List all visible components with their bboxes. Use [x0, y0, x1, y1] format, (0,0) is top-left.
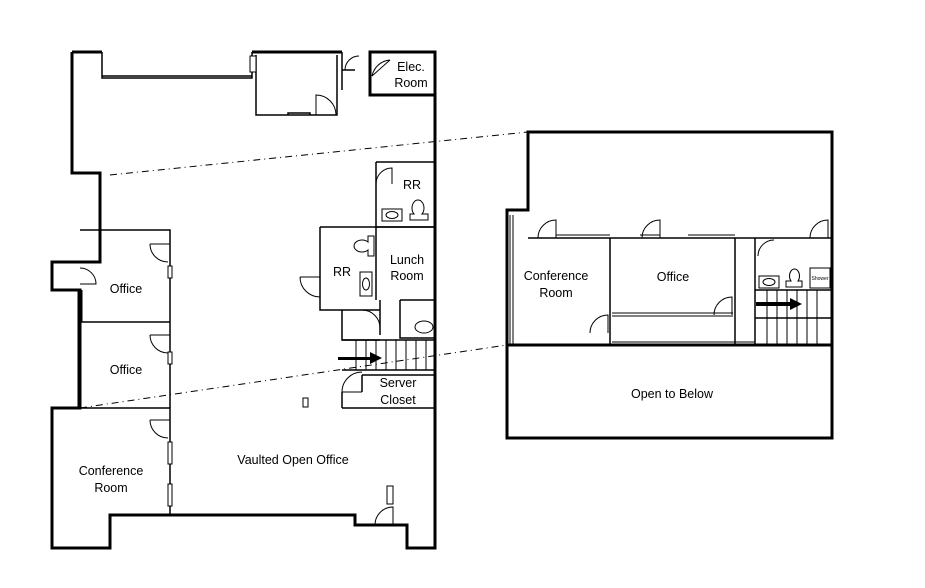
mezz-sink-basin	[762, 278, 776, 286]
mezz-stair-arrow	[756, 298, 802, 310]
office1-sidelight	[167, 265, 173, 279]
server-closet-label-2: Closet	[380, 393, 416, 407]
mezz-shower-label: Shower	[812, 276, 829, 282]
office2-sidelight	[167, 351, 173, 365]
south-sidelight	[386, 485, 394, 505]
rr1-label: RR	[403, 178, 421, 192]
mezz-office-door2-swing	[589, 314, 609, 334]
mezz-south-glazing	[612, 312, 755, 343]
office2-door-swing	[149, 334, 170, 354]
mezz-conference-label-1: Conference	[524, 269, 589, 283]
mezz-conf-door-swing	[537, 219, 557, 239]
west-door-swing	[79, 267, 97, 285]
rr2-sink-basin	[362, 277, 370, 291]
conference-walls	[52, 407, 171, 515]
mezz-shower	[809, 267, 831, 289]
elec-room-label-2: Room	[394, 76, 427, 90]
mezz-west-window	[509, 215, 514, 345]
server-door-swing	[341, 371, 363, 393]
office1-label: Office	[110, 282, 142, 296]
mezz-toilet	[785, 268, 803, 288]
rr2-door-swing	[299, 276, 321, 298]
elec-vestibule	[341, 52, 355, 90]
column	[302, 397, 309, 408]
office1-door-swing	[149, 243, 170, 263]
lunch-door-swing	[361, 309, 381, 329]
projection-line-top	[109, 131, 529, 176]
mezz-stair-outline	[755, 289, 832, 319]
north-window	[249, 55, 257, 73]
server-closet-walls	[341, 374, 435, 409]
elec-room-label-1: Elec.	[397, 60, 425, 74]
mezzanine-outer-wall	[505, 130, 834, 440]
ground-stair-outline	[342, 339, 435, 371]
server-closet-label-1: Server	[380, 376, 417, 390]
south-door-swing	[374, 506, 394, 526]
mezz-rr-door-swing	[809, 219, 829, 239]
lunch-rr-walls	[319, 226, 435, 341]
mezz-office-door3-swing	[713, 296, 733, 316]
top-window-run	[101, 52, 253, 79]
north-door-swing	[315, 94, 337, 116]
north-room-walls	[255, 55, 338, 116]
mezz-office-label: Office	[657, 270, 689, 284]
ground-floor-outer-wall	[50, 50, 437, 550]
rr2-toilet	[353, 235, 375, 257]
conference-label-1: Conference	[79, 464, 144, 478]
vaulted-open-office-label: Vaulted Open Office	[237, 453, 348, 467]
mezz-conference-label-2: Room	[539, 286, 572, 300]
rr2-label: RR	[333, 265, 351, 279]
lunch-sink	[414, 320, 434, 334]
lunch-counter	[399, 299, 435, 339]
rr1-door-swing	[375, 167, 393, 185]
mezz-stair-treads	[766, 290, 818, 345]
lunch-room-label-2: Room	[390, 269, 423, 283]
mezzanine-plan: Shower	[505, 130, 834, 440]
mezzanine-interior-walls	[528, 237, 832, 345]
west-window	[77, 290, 83, 408]
ground-floor-labels: Elec. Room RR RR Lunch Room Office Offic…	[79, 60, 428, 495]
projection-line-bottom	[79, 344, 508, 409]
mezzanine-labels: Conference Room Office Open to Below	[524, 269, 714, 401]
ground-stair-arrow	[338, 352, 382, 364]
open-to-below-label: Open to Below	[631, 387, 714, 401]
rr1-toilet	[409, 199, 429, 221]
conference-sidelight-1	[167, 441, 173, 465]
lunch-room-label-1: Lunch	[390, 253, 424, 267]
mezz-office-door-swing	[641, 219, 661, 239]
mezz-rr-door2-swing	[757, 239, 775, 257]
office2-label: Office	[110, 363, 142, 377]
elec-door-swing	[371, 59, 391, 77]
vestibule-door-swing	[344, 55, 360, 71]
rr1-sink-basin	[385, 211, 399, 219]
conference-label-2: Room	[94, 481, 127, 495]
conference-sidelight-2	[167, 483, 173, 507]
ground-floor-plan	[50, 50, 437, 550]
office-walls	[80, 229, 171, 408]
conference-door-swing	[149, 419, 170, 439]
